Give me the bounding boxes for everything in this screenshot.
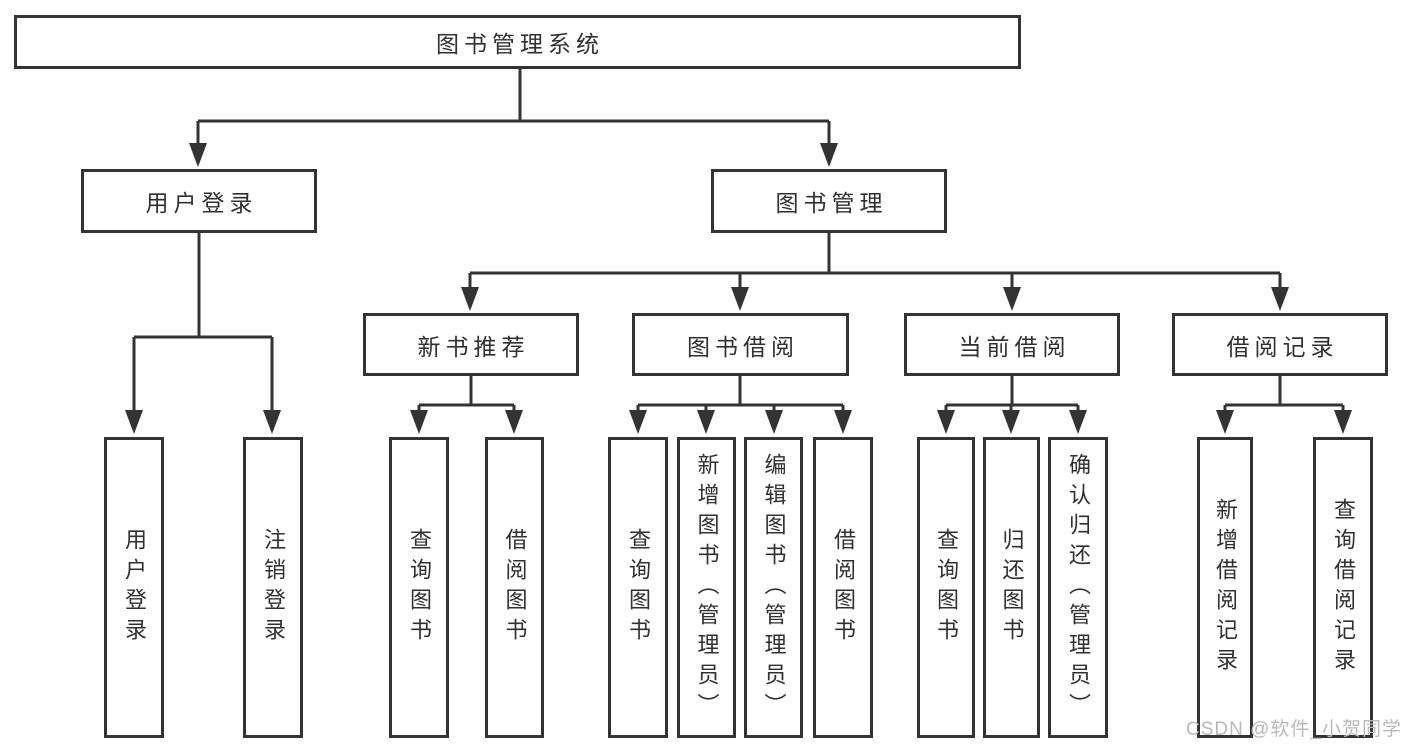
csdn-watermark: CSDN @软件_小贺同学 [1186, 719, 1402, 740]
node-label: 新增图书（管理员） [694, 452, 720, 723]
leaf-edit-books-admin: 编辑图书（管理员） [744, 437, 803, 738]
arrowheads [125, 143, 1352, 434]
node-label: 新书推荐 [417, 333, 530, 360]
leaf-borrow-books-borrowing: 借阅图书 [813, 437, 873, 738]
node-book-management-group: 图书管理 [711, 169, 947, 233]
node-label: 查询图书 [934, 527, 959, 648]
node-label: 注销登录 [261, 527, 286, 648]
node-borrowing-records: 借阅记录 [1172, 313, 1388, 376]
node-label: 借阅图书 [831, 527, 856, 648]
node-label: 用户登录 [145, 190, 258, 216]
node-label: 图书借阅 [687, 333, 799, 360]
leaf-return-books: 归还图书 [983, 437, 1040, 738]
node-book-borrowing: 图书借阅 [632, 313, 849, 376]
node-label: 借阅图书 [502, 527, 528, 648]
node-label: 归还图书 [999, 527, 1025, 648]
node-current-borrowing: 当前借阅 [904, 313, 1120, 376]
leaf-add-borrow-record: 新增借阅记录 [1197, 437, 1253, 738]
leaf-borrow-books-recommend: 借阅图书 [485, 437, 544, 738]
leaf-user-login: 用户登录 [104, 437, 164, 738]
node-label: 查询借阅记录 [1331, 497, 1356, 678]
node-label: 用户登录 [122, 527, 147, 648]
node-label: 确认归还（管理员） [1066, 452, 1091, 723]
node-label: 图书管理系统 [436, 31, 604, 57]
node-label: 查询图书 [407, 527, 432, 648]
leaf-query-borrow-record: 查询借阅记录 [1313, 437, 1373, 738]
node-library-management-system: 图书管理系统 [14, 15, 1021, 69]
node-label: 编辑图书（管理员） [761, 452, 787, 723]
node-new-book-recommendation: 新书推荐 [363, 313, 579, 376]
node-label: 新增借阅记录 [1213, 497, 1238, 678]
leaf-query-books-current: 查询图书 [917, 437, 975, 738]
leaf-query-books-recommend: 查询图书 [389, 437, 449, 738]
node-user-login-group: 用户登录 [81, 169, 317, 233]
leaf-logout: 注销登录 [243, 437, 303, 738]
leaf-confirm-return-admin: 确认归还（管理员） [1048, 437, 1108, 738]
node-label: 图书管理 [775, 190, 888, 216]
node-label: 借阅记录 [1226, 333, 1339, 360]
node-label: 查询图书 [626, 527, 651, 648]
leaf-query-books-borrowing: 查询图书 [608, 437, 668, 738]
node-label: 当前借阅 [958, 333, 1071, 360]
leaf-add-books-admin: 新增图书（管理员） [677, 437, 736, 738]
